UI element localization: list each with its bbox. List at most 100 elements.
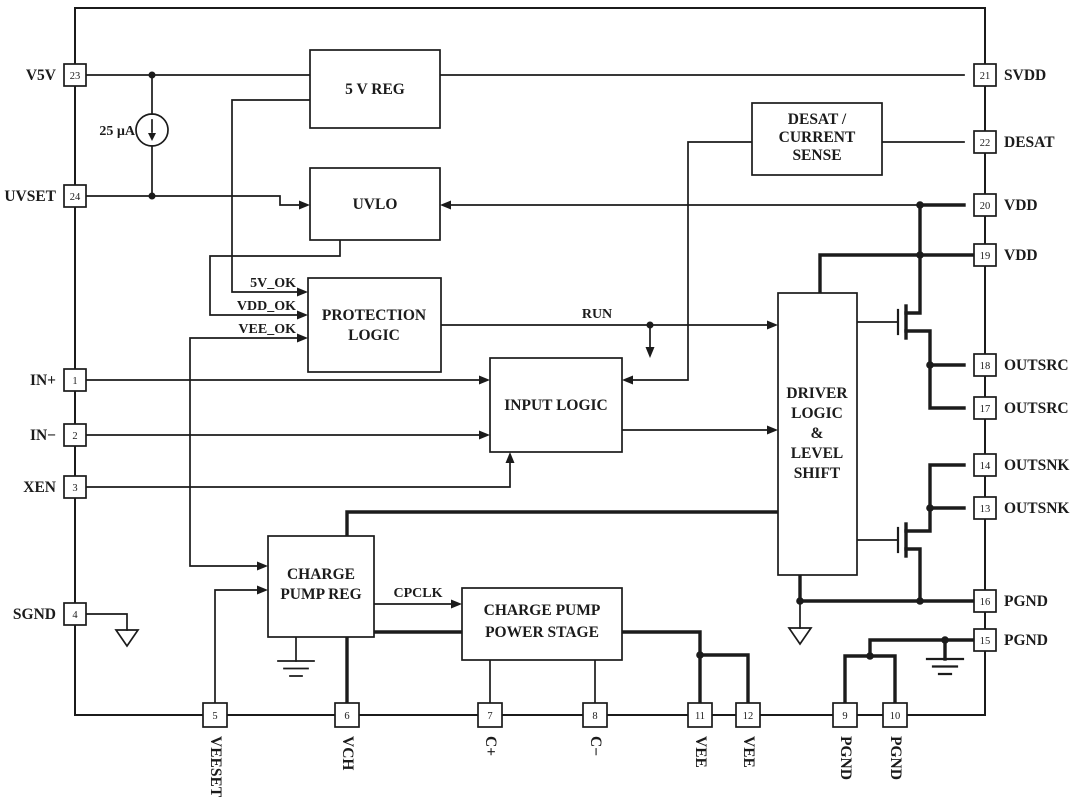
- pin-11-vee: 11 VEE: [687, 702, 713, 768]
- block-charge-pump-reg: CHARGE PUMP REG: [267, 535, 375, 638]
- pin-box: [334, 702, 360, 728]
- junction-dot: [866, 652, 874, 660]
- pin-19-vdd: 19 VDD: [973, 243, 1038, 267]
- pins-left: 23 V5V 24 UVSET 1 IN+ 2 IN− 3 XEN 4 SGND: [4, 63, 87, 626]
- junction-dot: [148, 71, 156, 79]
- arrow-veeok-to-cpreg: [257, 561, 268, 571]
- pin-number: 10: [890, 711, 901, 722]
- pin-box: [63, 602, 87, 626]
- block-desat-current-sense: DESAT / CURRENT SENSE: [751, 102, 883, 176]
- arrow-5v-ok: [297, 287, 308, 297]
- pin-number: 2: [72, 431, 77, 442]
- net-veeset: [214, 589, 259, 704]
- label-5v-ok: 5V_OK: [250, 276, 296, 291]
- net-outsrc: [904, 329, 966, 410]
- pin-2-in-minus: 2 IN−: [30, 423, 87, 447]
- pin-4-sgnd: 4 SGND: [13, 602, 87, 626]
- pin-9-pgnd: 9 PGND: [832, 702, 858, 780]
- arrow-input-logic-to-driver: [767, 425, 778, 435]
- wires-thin: [85, 74, 965, 704]
- pin-number: 9: [842, 711, 847, 722]
- pin-box: [973, 453, 997, 477]
- pins-right: 21 SVDD 22 DESAT 20 VDD 19 VDD 18 OUTSRC…: [973, 63, 1069, 652]
- high-side-mosfet: [896, 304, 908, 340]
- pin-box: [687, 702, 713, 728]
- block-rect: [309, 49, 441, 129]
- label-bias-current: 25 µA: [99, 124, 136, 139]
- junction-dot: [646, 321, 654, 329]
- pin-box: [973, 396, 997, 420]
- pin-7-c-plus: 7 C+: [477, 702, 503, 756]
- junction-dot: [926, 361, 934, 369]
- arrowheads: [257, 200, 778, 609]
- net-outsnk: [904, 463, 966, 533]
- arrow-in-plus: [479, 375, 490, 385]
- junction-dot: [941, 636, 949, 644]
- junction-dot: [926, 504, 934, 512]
- pin-22-desat: 22 DESAT: [973, 130, 1055, 154]
- arrow-vdd-ok: [297, 310, 308, 320]
- pin-label: OUTSRC: [1004, 400, 1069, 417]
- pin-label: VEE: [692, 736, 709, 768]
- pin-box: [973, 589, 997, 613]
- label-vee-ok: VEE_OK: [238, 322, 296, 337]
- pin-number: 14: [980, 461, 991, 472]
- net-run: [440, 324, 769, 349]
- pin-number: 15: [980, 636, 991, 647]
- pin-box: [882, 702, 908, 728]
- pin-3-xen: 3 XEN: [23, 475, 87, 499]
- label-vdd-ok: VDD_OK: [237, 299, 296, 314]
- arrow-run-to-input-logic: [645, 347, 655, 358]
- pin-number: 4: [72, 610, 78, 621]
- pin-label: SGND: [13, 606, 56, 623]
- pin-number: 3: [72, 483, 77, 494]
- sgnd-ground-symbol: [85, 613, 140, 648]
- pin-label: PGND: [1004, 632, 1048, 649]
- net-driver-rail: [345, 510, 780, 538]
- pin-label: IN+: [30, 372, 56, 389]
- pin-label: PGND: [887, 736, 904, 780]
- pin-number: 5: [212, 711, 217, 722]
- pin-number: 1: [72, 376, 77, 387]
- net-xen: [85, 461, 511, 488]
- block-label: DESAT /: [788, 111, 847, 128]
- pin-label: VEE: [740, 736, 757, 768]
- block-driver-logic-level-shift: DRIVER LOGIC & LEVEL SHIFT: [777, 292, 858, 576]
- junction-dot: [696, 651, 704, 659]
- arrow-desat-to-input-logic: [622, 375, 633, 385]
- pin-box: [973, 628, 997, 652]
- block-label: UVLO: [353, 196, 398, 213]
- pins-bottom: 5 VEESET 6 VCH 7 C+ 8 C− 11 VEE 12 VEE: [202, 702, 908, 797]
- junction-dot: [916, 251, 924, 259]
- pin-box: [973, 130, 997, 154]
- block-protection-logic: PROTECTION LOGIC: [307, 277, 442, 373]
- pin-number: 13: [980, 504, 991, 515]
- sgnd-wire: [85, 613, 128, 631]
- pin-label: XEN: [23, 479, 56, 496]
- pin-box: [973, 496, 997, 520]
- arrow-in-minus: [479, 430, 490, 440]
- pin-label: OUTSRC: [1004, 357, 1069, 374]
- pin-label: V5V: [26, 67, 57, 84]
- block-rect: [309, 167, 441, 241]
- block-charge-pump-power-stage: CHARGE PUMP POWER STAGE: [461, 587, 623, 661]
- signal-labels: 25 µA 5V_OK VDD_OK VEE_OK RUN CPCLK: [99, 124, 612, 601]
- pin-1-in-plus: 1 IN+: [30, 368, 87, 392]
- earth-ground-icon: [277, 660, 315, 677]
- block-label: INPUT LOGIC: [504, 397, 608, 414]
- pin-24-uvset: 24 UVSET: [4, 184, 87, 208]
- current-source-circle: [135, 113, 169, 147]
- pin-number: 23: [70, 71, 81, 82]
- arrow-xen: [505, 452, 515, 463]
- pin-label: VDD: [1004, 247, 1038, 264]
- block-rect: [777, 292, 858, 576]
- pgnd-earth-symbol: [925, 657, 965, 676]
- arrow-uvset-to-uvlo: [299, 200, 310, 210]
- pin-box: [477, 702, 503, 728]
- current-source-arrowhead: [148, 133, 156, 141]
- pin-label: DESAT: [1004, 134, 1055, 151]
- net-lowfet-source: [904, 547, 922, 603]
- block-label: LOGIC: [791, 405, 843, 422]
- pin-label: VCH: [339, 736, 356, 770]
- pin-label: VDD: [1004, 197, 1038, 214]
